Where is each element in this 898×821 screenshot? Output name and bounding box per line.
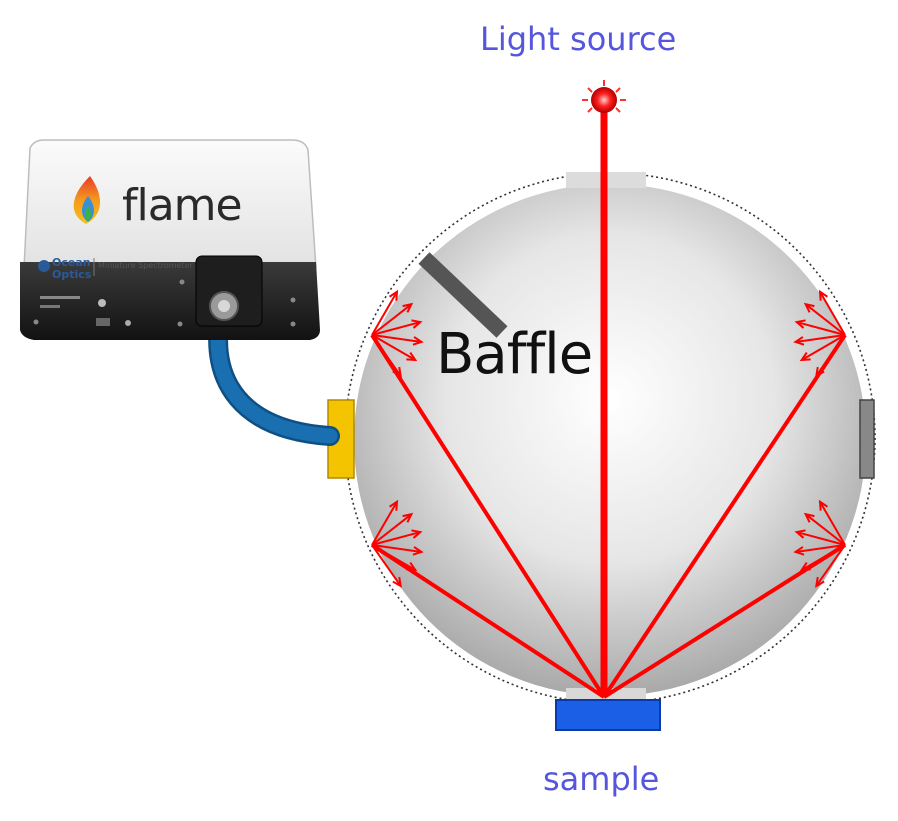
spectrometer-subtitle: Miniature Spectrometer <box>98 261 193 270</box>
light-source-icon <box>582 80 626 113</box>
scatter-arrowhead <box>392 576 402 588</box>
spectrometer-company-line1: Ocean <box>52 256 91 269</box>
scatter-arrowhead <box>412 546 424 556</box>
baffle-label: Baffle <box>436 322 593 387</box>
scatter-ray <box>371 544 416 571</box>
scatter-ray <box>371 303 413 336</box>
scatter-ray <box>371 513 413 546</box>
scatter-arrowhead <box>803 512 815 523</box>
scatter-ray <box>371 501 398 546</box>
scatter-arrowhead <box>799 561 811 572</box>
scatter-arrowhead <box>402 302 414 313</box>
scatter-arrowhead <box>406 561 418 572</box>
scatter-arrowhead <box>388 499 399 511</box>
flame-logo-icon <box>73 176 101 224</box>
scatter-arrowhead <box>799 351 811 362</box>
scatter-ray <box>371 531 421 546</box>
scatter-ray <box>796 531 846 546</box>
scatter-ray <box>795 334 846 343</box>
scatter-arrowhead <box>411 529 423 539</box>
scatter-arrowhead <box>388 289 399 301</box>
side-port <box>859 399 875 479</box>
spectrometer-brand: flame <box>122 180 243 231</box>
scatter-ray <box>801 544 846 571</box>
scatter-arrowhead <box>402 512 414 523</box>
scatter-arrowhead <box>794 319 806 329</box>
scatter-arrowhead <box>411 319 423 329</box>
scatter-arrowhead <box>793 336 805 346</box>
scatter-ray <box>371 334 402 377</box>
scatter-arrowhead <box>815 366 825 378</box>
scatter-ray <box>371 321 421 336</box>
scatter-ray <box>804 513 846 546</box>
scattered-light <box>371 289 846 588</box>
spectrometer <box>20 139 320 340</box>
scatter-ray <box>371 544 402 587</box>
scatter-arrowhead <box>794 529 806 539</box>
scatter-arrowhead <box>793 546 805 556</box>
baffle <box>418 252 508 338</box>
spectrometer-company-line2: Optics <box>52 268 92 281</box>
scatter-arrowhead <box>412 336 424 346</box>
scatter-ray <box>804 303 846 336</box>
scatter-ray <box>815 544 846 587</box>
scatter-ray <box>371 291 398 336</box>
scatter-arrowhead <box>818 499 829 511</box>
sample-holder <box>555 699 661 731</box>
scatter-ray <box>815 334 846 377</box>
scatter-arrowhead <box>815 576 825 588</box>
ocean-optics-logo-icon <box>38 260 50 272</box>
scatter-ray <box>819 291 846 336</box>
scatter-ray <box>801 334 846 361</box>
scatter-arrowhead <box>392 366 402 378</box>
scatter-arrowhead <box>803 302 815 313</box>
sample-label: sample <box>543 760 660 798</box>
light-source-label: Light source <box>480 20 677 58</box>
scatter-ray <box>796 321 846 336</box>
scatter-ray <box>371 544 422 553</box>
scatter-arrowhead <box>406 351 418 362</box>
scatter-arrowhead <box>818 289 829 301</box>
scatter-ray <box>371 334 422 343</box>
scatter-ray <box>819 501 846 546</box>
fiber-cable <box>210 310 338 444</box>
scatter-ray <box>371 334 416 361</box>
scatter-ray <box>795 544 846 553</box>
